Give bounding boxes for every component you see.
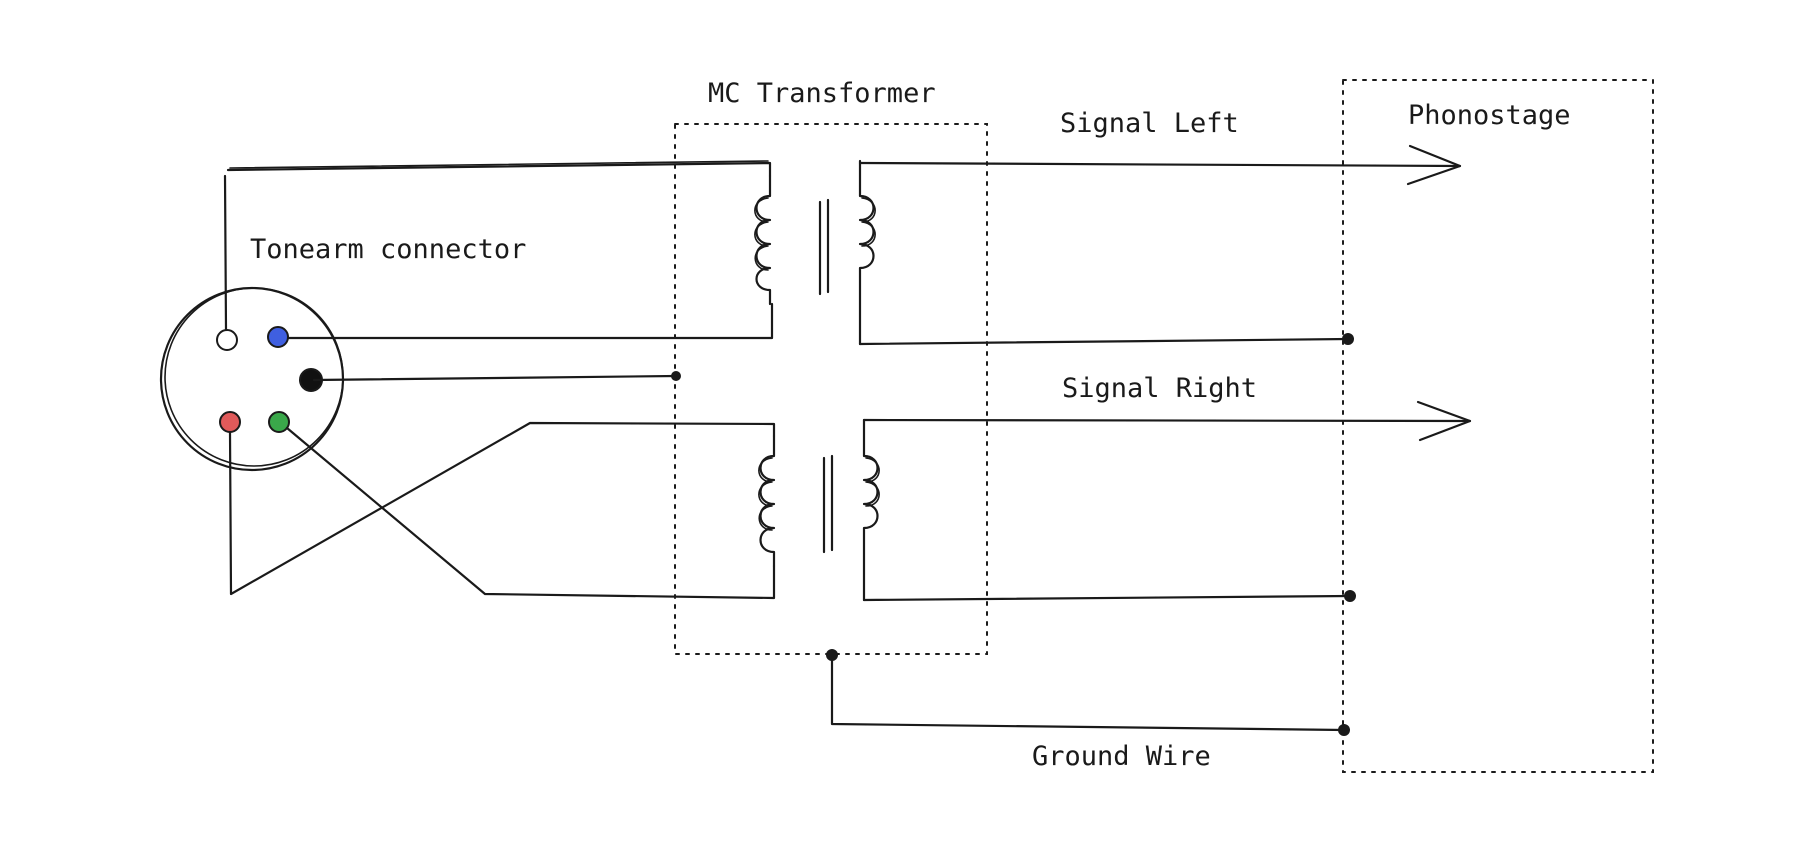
arrow-signal-right [1416,400,1472,442]
arrow-signal-left [1406,144,1462,186]
transformer-right [758,418,880,602]
mc-transformer-box [674,123,988,655]
tonearm-connector-body-sketch [164,287,344,467]
node-left-return [1342,333,1354,345]
tonearm-connector-label: Tonearm connector [250,234,526,265]
wire-signal-right [862,418,1472,423]
pin-red [219,411,241,433]
wire-blue-to-left-primary [286,302,774,340]
signal-left-label: Signal Left [1060,108,1239,139]
wire-red-to-right-primary [228,421,776,596]
phonostage-label: Phonostage [1408,100,1571,131]
wire-signal-left [858,161,1462,168]
wire-green-to-right-primary [285,426,776,600]
pin-white [216,329,238,351]
wire-ground [830,653,1346,732]
ground-wire-label: Ground Wire [1032,741,1211,772]
pin-blue [267,326,289,348]
wire-black-to-enclosure [312,374,678,382]
node-right-return [1344,590,1356,602]
wire-left-return [858,337,1350,346]
signal-right-label: Signal Right [1062,373,1257,404]
mc-transformer-label: MC Transformer [708,78,936,109]
node-phonostage-ground [1338,724,1350,736]
wire-white-to-left-primary [223,161,772,332]
transformer-left [754,159,876,346]
node-enclosure-ground [671,371,681,381]
wire-right-return [862,594,1352,602]
phonostage-box [1342,79,1654,773]
pin-green [268,411,290,433]
wire-white-sketch [229,160,769,169]
